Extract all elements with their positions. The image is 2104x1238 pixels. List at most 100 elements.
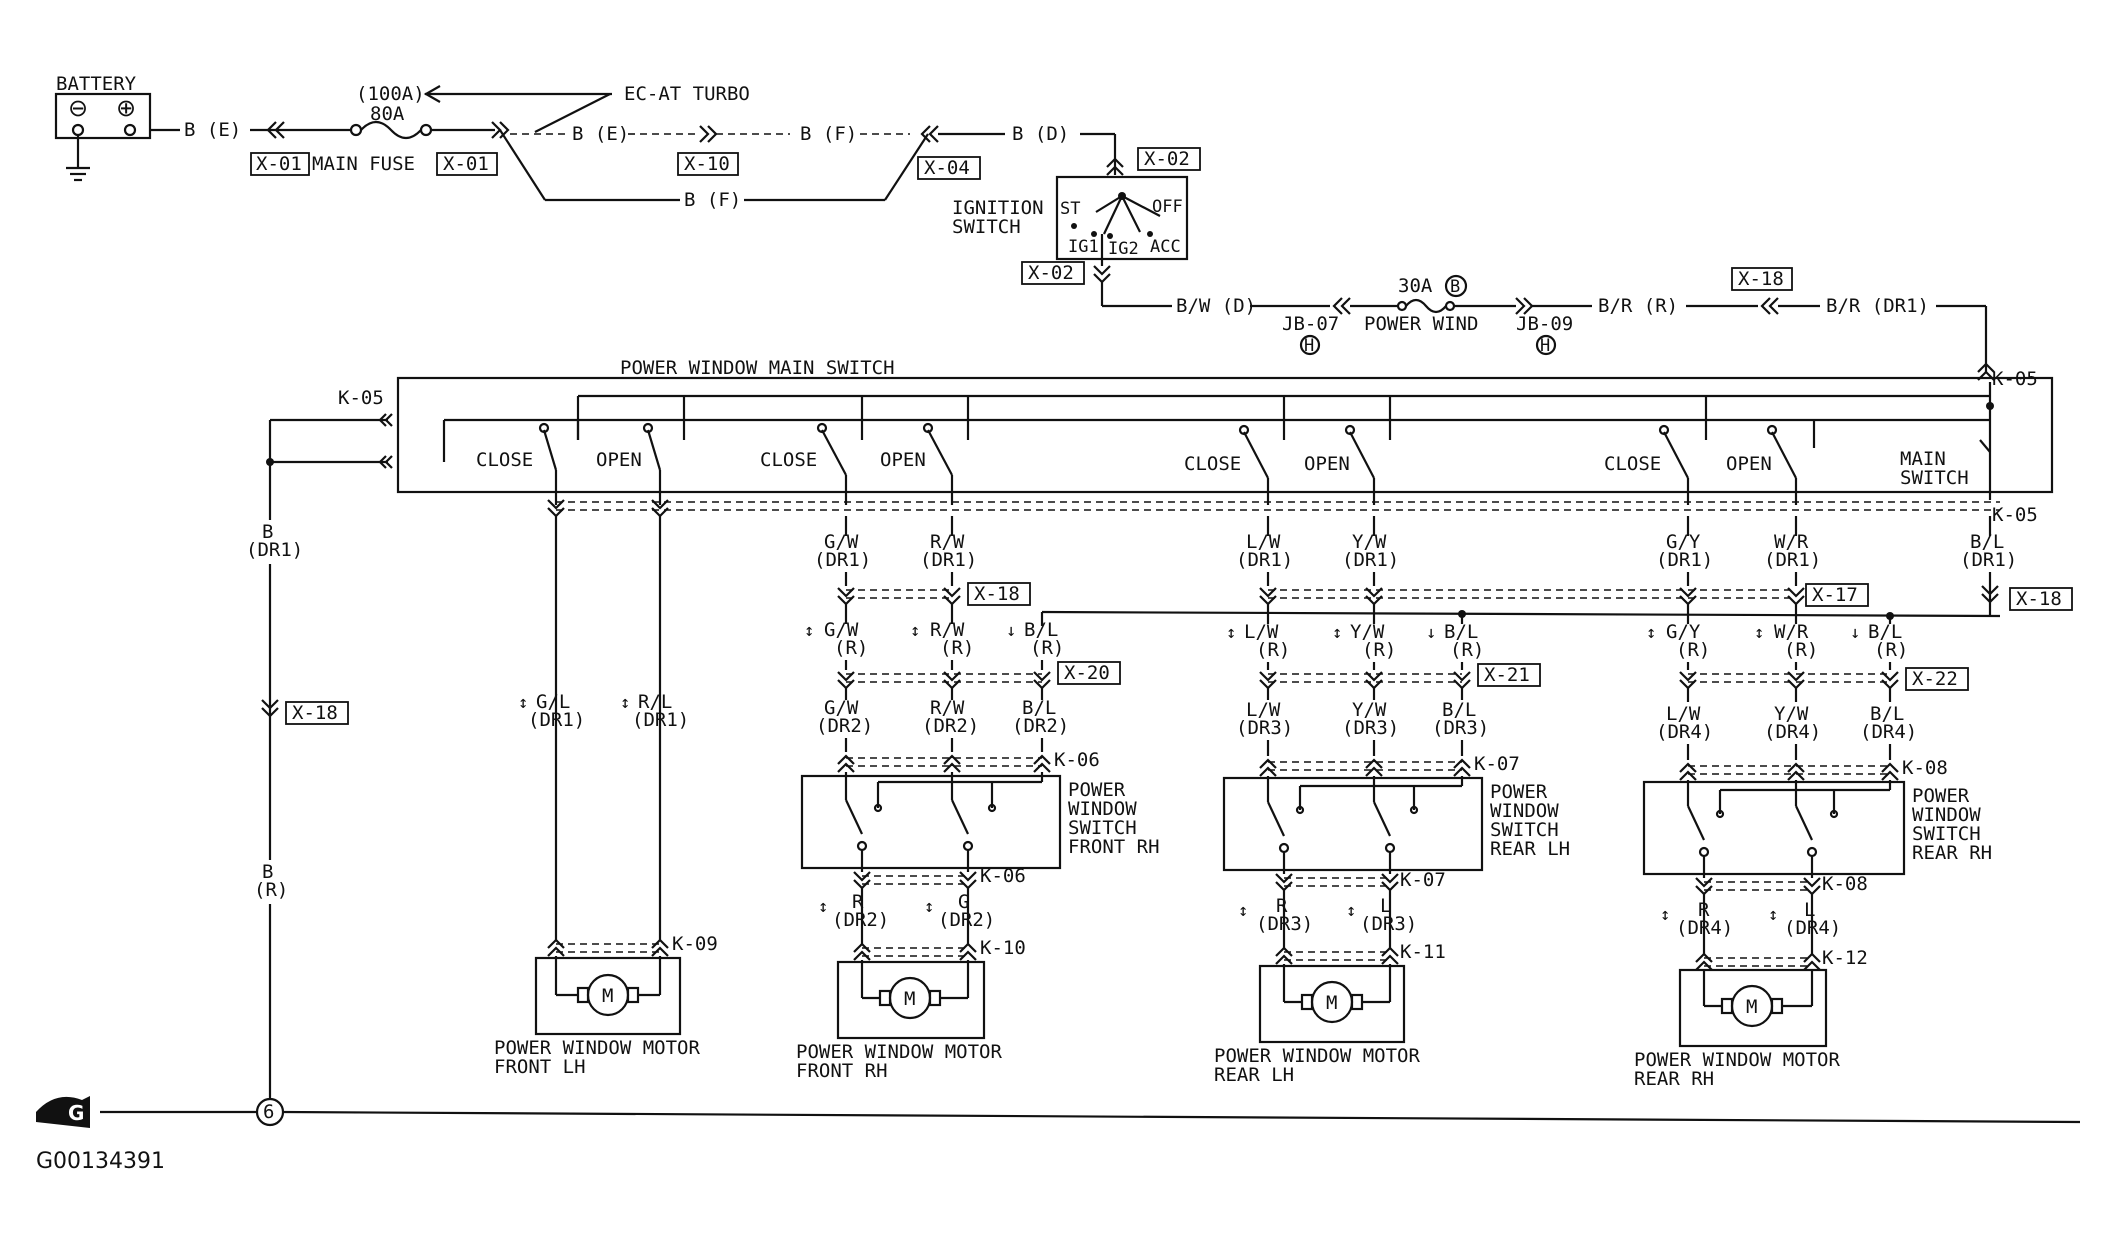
rear-rh-motor: M — [1746, 996, 1757, 1018]
rear-lh-k07-top: K-07 — [1474, 753, 1520, 775]
rear-rh-d1: L/W — [1666, 703, 1701, 725]
rear-lh-d2b: (DR3) — [1342, 717, 1399, 739]
rear-rh-w2b: (DR1) — [1764, 549, 1821, 571]
front-rh-m1b: (DR2) — [832, 909, 889, 931]
pw-rating: 30A — [1398, 275, 1433, 297]
rear-rh-w1b: (DR1) — [1656, 549, 1713, 571]
front-rh-r1: G/W — [824, 619, 859, 641]
rear-rh-w3: B/L — [1970, 531, 2004, 553]
front-rh-arrow-m1: ↕ — [818, 897, 828, 917]
ground-splice: 6 — [263, 1101, 274, 1123]
battery-pos-terminal: ⊕ — [116, 94, 136, 122]
rear-rh-k12: K-12 — [1822, 947, 1868, 969]
rear-lh-sw3: SWITCH — [1490, 819, 1559, 841]
rear-rh-r3: B/L — [1868, 621, 1902, 643]
rear-rh-label-1: POWER WINDOW MOTOR — [1634, 1049, 1840, 1071]
rear-rh-r2: W/R — [1774, 621, 1809, 643]
rear-lh-m1: R — [1276, 895, 1288, 917]
fuse-connector-left: X-01 — [256, 153, 302, 175]
rear-lh-w2b: (DR1) — [1342, 549, 1399, 571]
ignition-ig1: IG1 — [1068, 237, 1099, 257]
rear-lh-d3b: (DR3) — [1432, 717, 1489, 739]
front-rh-arrow-m2: ↕ — [924, 897, 934, 917]
rear-lh-r3b: (R) — [1450, 639, 1484, 661]
front-rh-w2: R/W — [930, 531, 965, 553]
rear-lh-arrow-m1: ↕ — [1238, 901, 1248, 921]
front-rh-sw1: POWER — [1068, 779, 1126, 801]
rear-lh-m2: L — [1380, 895, 1391, 917]
rear-rh-sw1: POWER — [1912, 785, 1970, 807]
fuse-rating: 80A — [370, 103, 405, 125]
rear-lh-sw2: WINDOW — [1490, 800, 1559, 822]
front-rh-label-1: POWER WINDOW MOTOR — [796, 1041, 1002, 1063]
front-rh-close: CLOSE — [760, 449, 817, 471]
ignition-off: OFF — [1152, 197, 1183, 217]
ground-wire1b: (DR1) — [246, 539, 303, 561]
front-rh-r2: R/W — [930, 619, 965, 641]
rear-lh-label-1: POWER WINDOW MOTOR — [1214, 1045, 1420, 1067]
rear-lh-r2b: (R) — [1362, 639, 1396, 661]
front-rh-d3b: (DR2) — [1012, 715, 1069, 737]
front-rh-open: OPEN — [880, 449, 926, 471]
main-switch-title: POWER WINDOW MAIN SWITCH — [620, 357, 895, 379]
feed-wire-f-lower: B (F) — [684, 189, 741, 211]
front-lh-w2b: (DR1) — [632, 709, 689, 731]
ignition-label-2: SWITCH — [952, 216, 1021, 238]
front-lh-arrow-2: ↕ — [620, 693, 630, 713]
rear-rh-w3b: (DR1) — [1960, 549, 2017, 571]
main-switch-conn-left: K-05 — [338, 387, 384, 409]
ignition-switch: X-02 IGNITION SWITCH ST OFF IG1 IG2 ACC … — [952, 147, 1201, 308]
rear-lh-arrow-r1: ↕ — [1226, 623, 1236, 643]
rear-lh-conn-x21: X-21 — [1484, 664, 1530, 686]
rear-rh-close: CLOSE — [1604, 453, 1661, 475]
front-rh-arrow-r3: ↓ — [1006, 621, 1016, 641]
fuse-connector-right: X-01 — [443, 153, 489, 175]
rear-rh-label-2: REAR RH — [1634, 1068, 1714, 1090]
front-rh-arrow-r2: ↕ — [910, 621, 920, 641]
rear-lh-open: OPEN — [1304, 453, 1350, 475]
rear-rh-d1b: (DR4) — [1656, 721, 1713, 743]
rear-rh-d2: Y/W — [1774, 703, 1809, 725]
front-rh-r3: B/L — [1024, 619, 1058, 641]
front-rh-k06-top: K-06 — [1054, 749, 1100, 771]
rear-rh-d2b: (DR4) — [1764, 721, 1821, 743]
rear-lh-motor: M — [1326, 992, 1337, 1014]
rear-rh-r2b: (R) — [1784, 639, 1818, 661]
front-lh-label-2: FRONT LH — [494, 1056, 586, 1078]
circuit-rear-rh: CLOSE OPEN G/Y (DR1) W/R (DR1) B/L (DR1)… — [1604, 396, 2073, 1090]
rear-rh-d3b: (DR4) — [1860, 721, 1917, 743]
rear-lh-arrow-m2: ↕ — [1346, 901, 1356, 921]
front-rh-m1: R — [852, 891, 864, 913]
front-rh-motor: M — [904, 988, 915, 1010]
rear-lh-arrow-r3: ↓ — [1426, 623, 1436, 643]
rear-lh-d1: L/W — [1246, 699, 1281, 721]
rear-rh-r1b: (R) — [1676, 639, 1710, 661]
battery-neg-terminal: ⊖ — [68, 94, 88, 122]
pw-jb-right: JB-09 — [1516, 313, 1573, 335]
circuit-front-lh: CLOSE OPEN ↕ G/L (DR1) ↕ R/L (DR1) K-09 … — [476, 396, 2000, 1078]
rear-lh-label-2: REAR LH — [1214, 1064, 1294, 1086]
ignition-ig2: IG2 — [1108, 239, 1139, 259]
front-rh-r2b: (R) — [940, 637, 974, 659]
power-wind-fuse-row: B/W (D) JB-07 H 30A B POWER WIND JB-09 H… — [1176, 267, 1995, 381]
pw-connector-x18: X-18 — [1738, 268, 1784, 290]
front-rh-k06-bottom: K-06 — [980, 865, 1026, 887]
front-rh-sw4: FRONT RH — [1068, 836, 1160, 858]
ignition-st: ST — [1060, 199, 1080, 219]
rear-rh-d3: B/L — [1870, 703, 1904, 725]
front-rh-arrow-r1: ↕ — [804, 621, 814, 641]
ignition-connector-top: X-02 — [1144, 148, 1190, 170]
main-switch-conn-right-top: K-05 — [1992, 368, 2038, 390]
feed-path: B (F) B (D) X-04 — [499, 123, 1117, 211]
rear-lh-k07-bottom: K-07 — [1400, 869, 1446, 891]
rear-rh-r3b: (R) — [1874, 639, 1908, 661]
rear-lh-d1b: (DR3) — [1236, 717, 1293, 739]
pw-wire-br-dr1: B/R (DR1) — [1826, 295, 1929, 317]
front-lh-w1: G/L — [536, 691, 570, 713]
front-lh-open: OPEN — [596, 449, 642, 471]
battery: BATTERY ⊖ ⊕ — [54, 73, 180, 182]
rear-lh-d2: Y/W — [1352, 699, 1387, 721]
ignition-label-1: IGNITION — [952, 197, 1044, 219]
rear-lh-r1: L/W — [1244, 621, 1279, 643]
main-switch-conn-right-bottom: K-05 — [1992, 504, 2038, 526]
